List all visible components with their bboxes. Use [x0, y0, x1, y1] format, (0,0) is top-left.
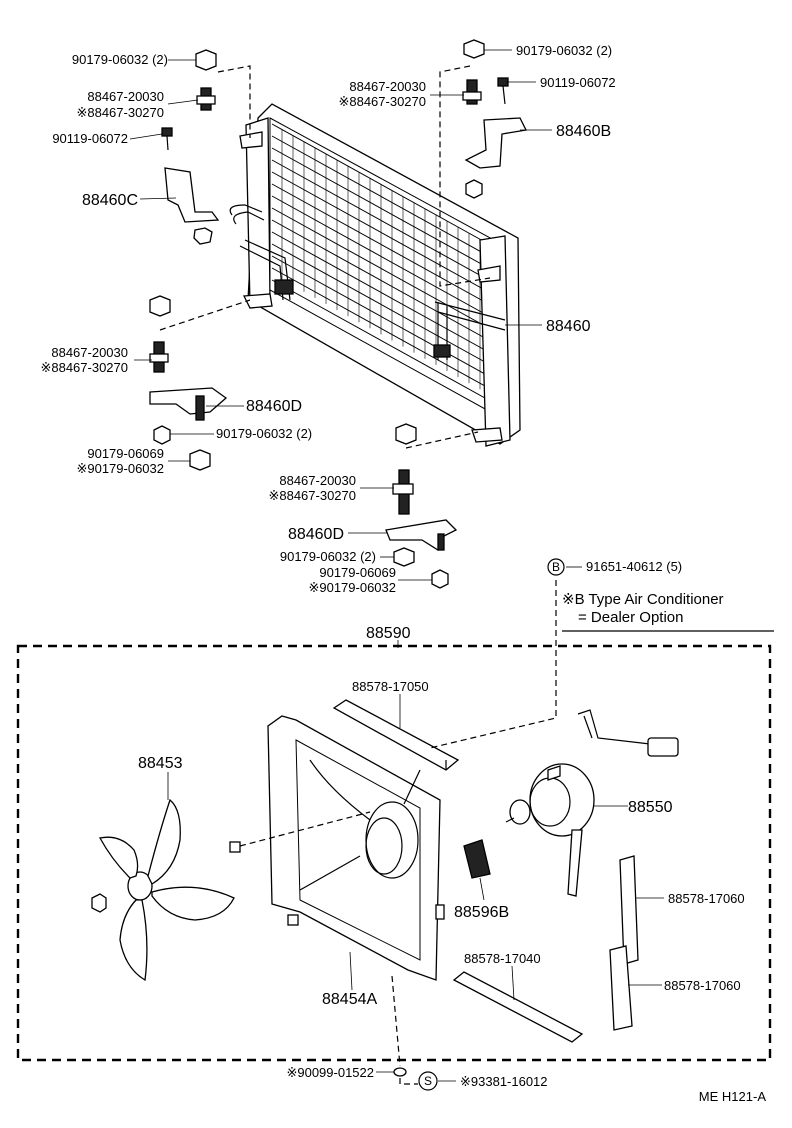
fin-line: [271, 123, 504, 253]
label-fan: 88453: [138, 755, 183, 772]
label-motor: 88550: [628, 799, 673, 816]
label-screw-b: 91651-40612 (5): [586, 559, 682, 574]
footer-code: ME H121-A: [699, 1089, 767, 1104]
label-cushion-ml-a: 88467-20030: [51, 345, 128, 360]
fin-line: [271, 183, 504, 313]
label-cushion-tr-a: 88467-20030: [349, 79, 426, 94]
fan-drawing: [91, 798, 235, 982]
label-cushion-mr-a: 88467-20030: [279, 473, 356, 488]
label-nut-ml2-b: ※90179-06032: [76, 461, 164, 476]
hardware-middle-right: [385, 423, 479, 589]
label-seal-bottom: 88578-17040: [464, 951, 541, 966]
circle-s-symbol: S: [418, 1071, 438, 1091]
label-screw-s: ※93381-16012: [460, 1074, 548, 1089]
note-line-2: = Dealer Option: [578, 609, 683, 626]
shroud-drawing: [267, 715, 445, 981]
label-nut-mr2-b: ※90179-06032: [308, 580, 396, 595]
label-nut-top-left: 90179-06032 (2): [72, 52, 168, 67]
condenser-drawing: [229, 103, 521, 447]
svg-text:S: S: [424, 1074, 432, 1088]
fin-line: [271, 159, 504, 289]
fin-line: [271, 243, 504, 373]
label-bracket-d-right: 88460D: [288, 526, 344, 543]
fin-line: [271, 219, 504, 349]
label-seal-top: 88578-17050: [352, 679, 429, 694]
label-cushion-tl-a: 88467-20030: [87, 89, 164, 104]
hardware-top-right: [439, 39, 527, 287]
label-shroud: 88454A: [322, 991, 377, 1008]
label-bracket-c: 88460C: [82, 192, 138, 209]
label-cushion-tl-b: ※88467-30270: [76, 105, 164, 120]
circle-b-symbol: B: [547, 558, 565, 576]
fan-hardware: [229, 580, 557, 1085]
fin-line: [271, 267, 504, 397]
hardware-top-left: [161, 49, 251, 245]
leader-lines: [129, 49, 774, 1082]
label-bolt-left: 90119-06072: [52, 131, 128, 146]
part-labels: 90179-06032 (2) 88467-20030 ※88467-30270…: [40, 43, 766, 1104]
label-cushion-tr-b: ※88467-30270: [338, 94, 426, 109]
seal-side-1-drawing: [619, 855, 639, 965]
hardware-middle-left: [149, 295, 251, 471]
label-condenser: 88460: [546, 318, 591, 335]
seal-side-2-drawing: [609, 945, 633, 1031]
pad-drawing: [463, 839, 491, 879]
label-seal-side-1: 88578-17060: [668, 891, 745, 906]
label-bracket-b: 88460B: [556, 123, 611, 140]
fan-assembly-boundary: [16, 644, 772, 1062]
label-nut-ml2-a: 90179-06069: [87, 446, 164, 461]
fin-line: [271, 255, 504, 385]
fin-line: [271, 279, 504, 409]
label-nut-ml: 90179-06032 (2): [216, 426, 312, 441]
label-fan-assembly: 88590: [366, 625, 411, 642]
seal-top-drawing: [332, 699, 460, 771]
label-bolt-right: 90119-06072: [540, 75, 616, 90]
fin-line: [271, 171, 504, 301]
fin-line: [271, 135, 504, 265]
seal-bottom-drawing: [452, 971, 584, 1043]
fin-line: [271, 195, 504, 325]
svg-text:B: B: [552, 560, 560, 574]
motor-drawing: [505, 709, 679, 897]
label-seal-side-2: 88578-17060: [664, 978, 741, 993]
fin-line: [271, 147, 504, 277]
label-cushion-mr-b: ※88467-30270: [268, 488, 356, 503]
fin-line: [271, 231, 504, 361]
fin-line: [271, 207, 504, 337]
label-nut-mr: 90179-06032 (2): [280, 549, 376, 564]
label-cushion-ml-b: ※88467-30270: [40, 360, 128, 375]
label-grommet: ※90099-01522: [286, 1065, 374, 1080]
label-bracket-d-left: 88460D: [246, 398, 302, 415]
label-nut-top-right: 90179-06032 (2): [516, 43, 612, 58]
note-line-1: ※B Type Air Conditioner: [562, 591, 724, 608]
label-nut-mr2-a: 90179-06069: [319, 565, 396, 580]
label-pad: 88596B: [454, 904, 509, 921]
